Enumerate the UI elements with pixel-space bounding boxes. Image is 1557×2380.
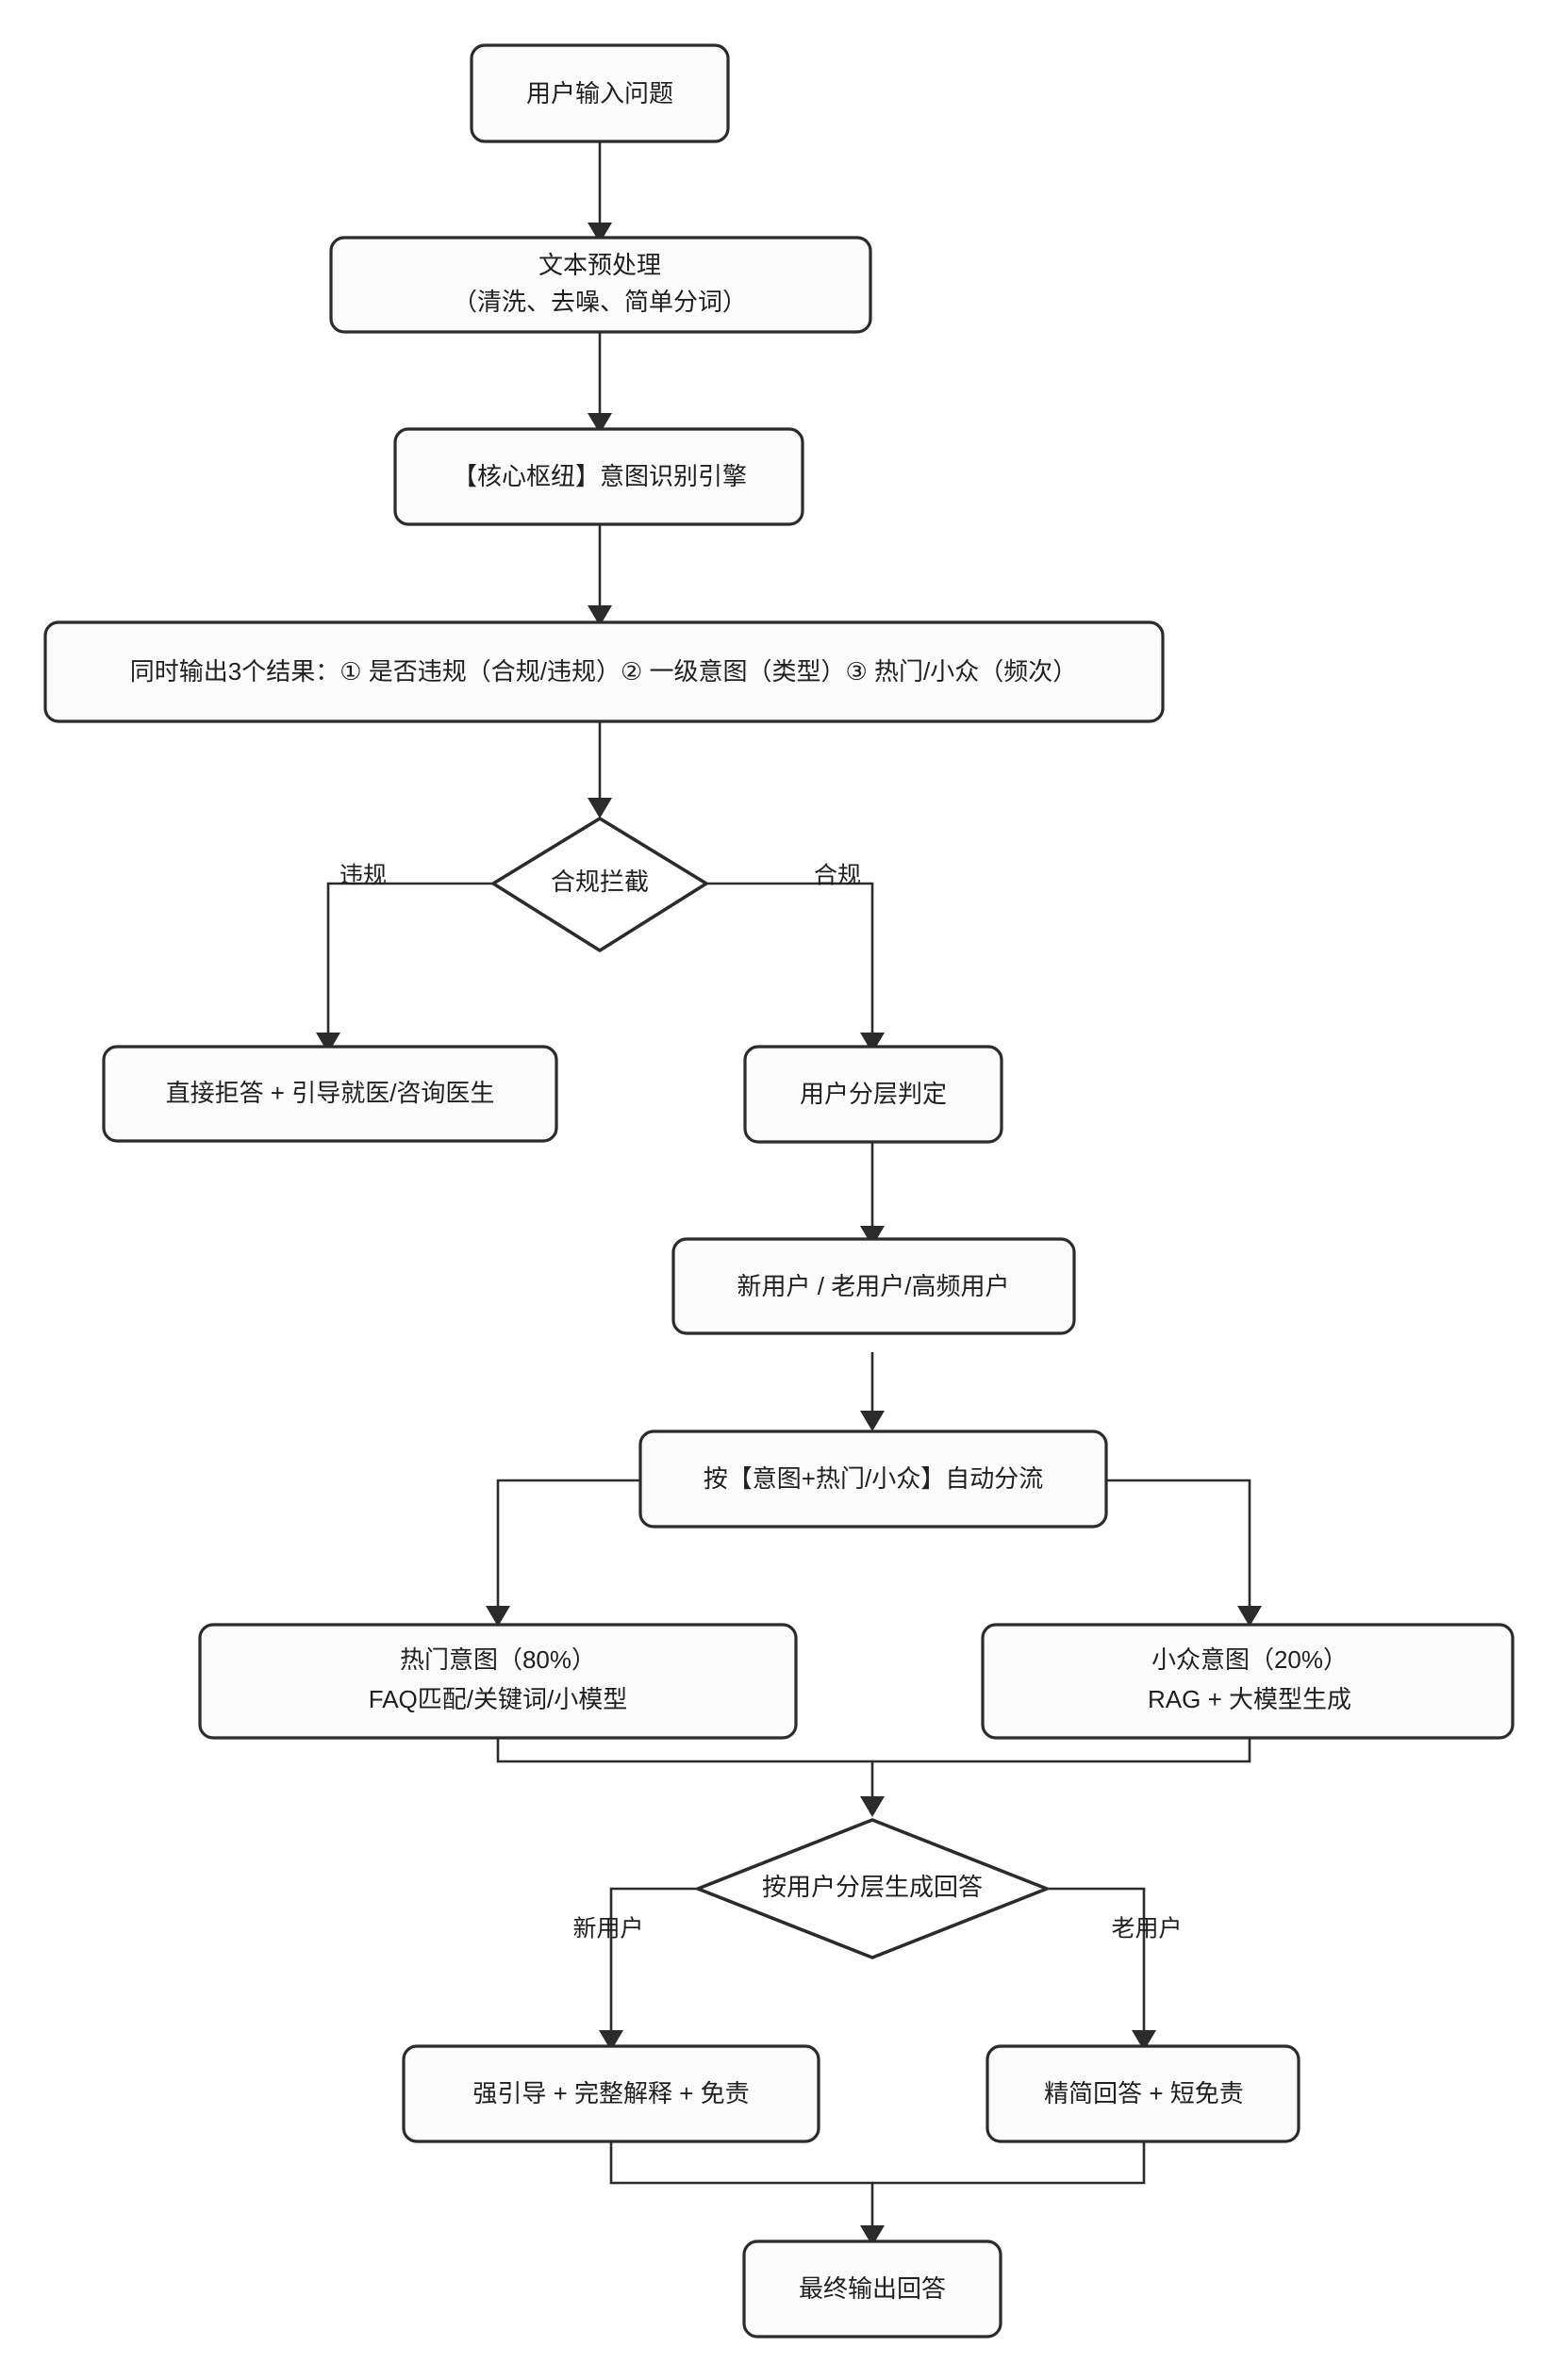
node-text-preprocess-label-line1: 文本预处理 xyxy=(538,251,661,279)
edge-label-compliant: 合规 xyxy=(814,863,861,889)
node-answer-by-tier[interactable]: 按用户分层生成回答 xyxy=(696,1818,1049,1959)
node-answer-by-tier-label: 按用户分层生成回答 xyxy=(762,1873,983,1901)
node-auto-routing-label: 按【意图+热门/小众】自动分流 xyxy=(704,1464,1043,1493)
node-direct-reject[interactable]: 直接拒答 + 引导就医/咨询医生 xyxy=(102,1045,558,1143)
node-hot-intent-label-line2: FAQ匹配/关键词/小模型 xyxy=(369,1685,627,1713)
node-final-output-label: 最终输出回答 xyxy=(799,2274,946,2303)
edge-label-violation: 违规 xyxy=(340,863,387,889)
edge-compliance-to-reject xyxy=(316,882,493,1053)
edge-outputs-to-compliance xyxy=(588,721,612,818)
node-user-types-label: 新用户 / 老用户/高频用户 xyxy=(737,1272,1010,1300)
edge-intent-to-outputs xyxy=(588,524,612,626)
edge-bylayer-to-oldanswer xyxy=(1047,1887,1156,2051)
node-intent-engine[interactable]: 【核心枢纽】意图识别引擎 xyxy=(393,427,804,526)
edge-input-to-preprocess xyxy=(588,141,612,243)
edge-label-old-user: 老用户 xyxy=(1111,1916,1182,1942)
node-auto-routing[interactable]: 按【意图+热门/小众】自动分流 xyxy=(638,1430,1108,1529)
node-hot-intent[interactable]: 热门意图（80%） FAQ匹配/关键词/小模型 xyxy=(198,1623,798,1740)
node-compliance-gate[interactable]: 合规拦截 xyxy=(491,817,708,952)
node-old-user-answer-label: 精简回答 + 短免责 xyxy=(1044,2079,1244,2107)
node-new-user-answer[interactable]: 强引导 + 完整解释 + 免责 xyxy=(402,2044,820,2143)
node-compliance-gate-label: 合规拦截 xyxy=(551,868,649,896)
node-text-preprocess-label-line2: （清洗、去噪、简单分词） xyxy=(453,288,747,316)
node-hot-intent-label-line1: 热门意图（80%） xyxy=(400,1645,596,1674)
edge-preprocess-to-intent xyxy=(588,332,612,434)
node-intent-engine-label: 【核心枢纽】意图识别引擎 xyxy=(453,462,747,490)
node-user-input[interactable]: 用户输入问题 xyxy=(470,43,730,143)
node-direct-reject-label: 直接拒答 + 引导就医/咨询医生 xyxy=(166,1079,495,1107)
edge-oldanswer-to-final xyxy=(872,2141,1146,2185)
node-user-input-label: 用户输入问题 xyxy=(526,79,673,107)
edge-niche-to-bylayer xyxy=(872,1735,1251,1763)
node-niche-intent-label-line2: RAG + 大模型生成 xyxy=(1148,1685,1351,1713)
node-new-user-answer-label: 强引导 + 完整解释 + 免责 xyxy=(472,2079,749,2107)
node-final-output[interactable]: 最终输出回答 xyxy=(742,2240,1002,2339)
node-user-tiering-label: 用户分层判定 xyxy=(800,1080,947,1108)
edge-newanswer-to-final xyxy=(609,2141,885,2246)
edge-compliance-to-tiering xyxy=(706,882,885,1053)
edge-hot-to-bylayer xyxy=(496,1735,885,1817)
node-three-outputs-label: 同时输出3个结果：① 是否违规（合规/违规）② 一级意图（类型）③ 热门/小众（… xyxy=(130,657,1078,686)
node-niche-intent[interactable]: 小众意图（20%） RAG + 大模型生成 xyxy=(981,1623,1515,1740)
edge-routing-to-niche xyxy=(1106,1479,1262,1627)
node-old-user-answer[interactable]: 精简回答 + 短免责 xyxy=(986,2044,1300,2143)
edge-bylayer-to-newanswer xyxy=(599,1887,698,2051)
edge-tiering-to-usertypes xyxy=(860,1142,885,1247)
node-user-tiering[interactable]: 用户分层判定 xyxy=(743,1045,1003,1144)
node-niche-intent-label-line1: 小众意图（20%） xyxy=(1151,1645,1348,1674)
node-text-preprocess[interactable]: 文本预处理 （清洗、去噪、简单分词） xyxy=(329,236,872,334)
edge-routing-to-hot xyxy=(486,1479,640,1627)
edge-usertypes-to-routing xyxy=(860,1352,885,1431)
node-user-types[interactable]: 新用户 / 老用户/高频用户 xyxy=(671,1237,1076,1335)
edge-label-new-user: 新用户 xyxy=(572,1916,643,1942)
node-three-outputs[interactable]: 同时输出3个结果：① 是否违规（合规/违规）② 一级意图（类型）③ 热门/小众（… xyxy=(43,620,1165,723)
